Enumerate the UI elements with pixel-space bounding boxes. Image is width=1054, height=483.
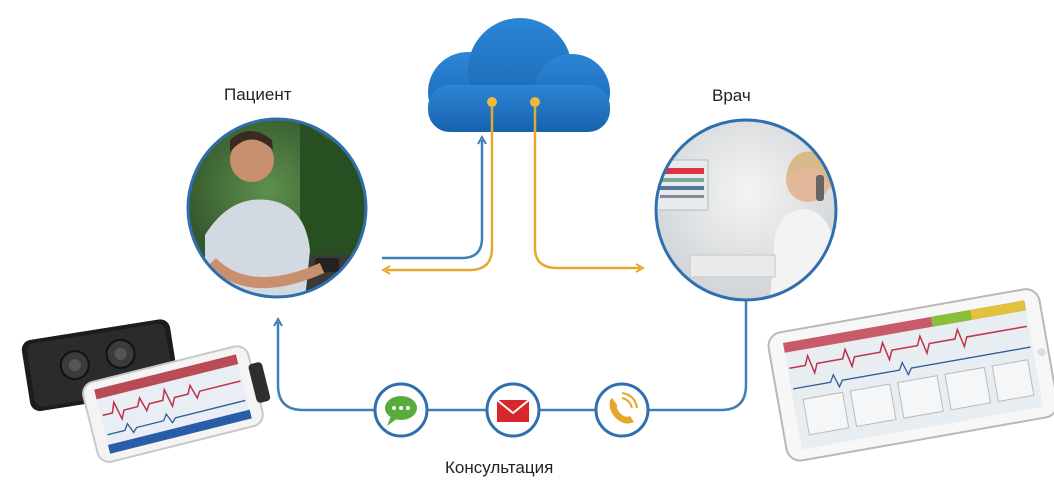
patient-photo xyxy=(186,117,368,299)
cloud-to-patient-line xyxy=(386,107,494,270)
envelope-icon xyxy=(485,382,541,438)
patient-label: Пациент xyxy=(224,85,292,104)
tablet-ecg-device xyxy=(767,288,1054,462)
cloud-connector-dots xyxy=(487,97,540,107)
consultation-label: Консультация xyxy=(445,458,554,477)
smartphone-ecg-device xyxy=(82,345,271,463)
doctor-photo xyxy=(654,118,838,302)
chat-bubble-icon xyxy=(373,382,429,438)
cloud-to-doctor-line xyxy=(533,107,640,268)
cloud-icon xyxy=(428,18,610,132)
patient-to-cloud-line xyxy=(382,140,482,260)
doctor-label: Врач xyxy=(712,86,751,105)
phone-icon xyxy=(594,382,650,438)
